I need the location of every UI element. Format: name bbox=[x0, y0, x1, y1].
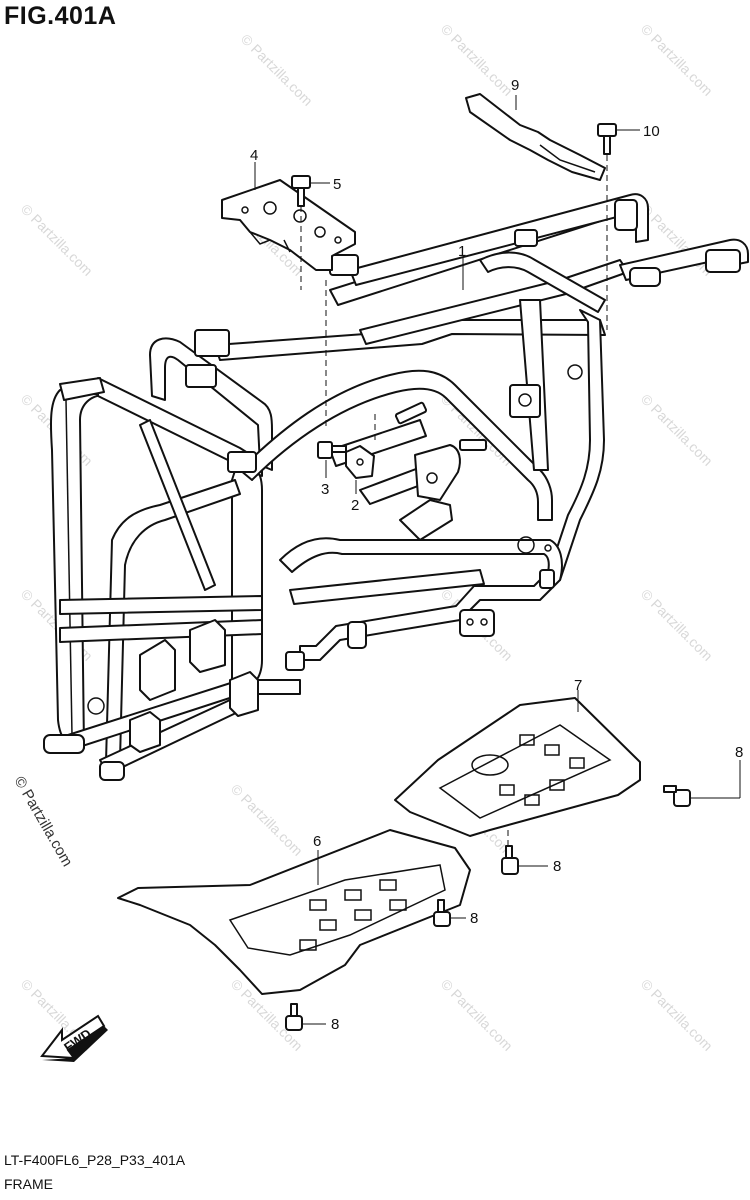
figure-name: FRAME bbox=[4, 1176, 53, 1192]
callout-1: 1 bbox=[458, 243, 466, 260]
callout-9: 9 bbox=[511, 77, 519, 94]
watermark-text: © Partzilla.com bbox=[638, 586, 716, 664]
watermark-strong-text: © Partzilla.com bbox=[11, 774, 76, 870]
callout-8: 8 bbox=[553, 858, 561, 875]
watermark-text: © Partzilla.com bbox=[638, 391, 716, 469]
bolt-10-icon bbox=[597, 123, 617, 155]
bracket-plate bbox=[221, 179, 356, 271]
callout-2: 2 bbox=[351, 497, 359, 514]
callout-3: 3 bbox=[321, 481, 329, 498]
watermark-text: © Partzilla.com bbox=[438, 976, 516, 1054]
callout-7: 7 bbox=[574, 677, 582, 694]
bolt-3-icon bbox=[317, 441, 347, 459]
watermark-text: © Partzilla.com bbox=[228, 781, 306, 859]
callout-8: 8 bbox=[331, 1016, 339, 1033]
rear-skid-plate bbox=[394, 697, 641, 837]
callout-8: 8 bbox=[470, 910, 478, 927]
bolt-8-icon bbox=[285, 1003, 303, 1031]
watermark-text: © Partzilla.com bbox=[638, 21, 716, 99]
bolt-8-icon bbox=[433, 899, 451, 927]
watermark-text: © Partzilla.com bbox=[18, 201, 96, 279]
rear-bracket bbox=[465, 93, 606, 181]
callout-6: 6 bbox=[313, 833, 321, 850]
watermark-text: © Partzilla.com bbox=[438, 21, 516, 99]
figure-code: LT-F400FL6_P28_P33_401A bbox=[4, 1152, 186, 1168]
leader-lines bbox=[254, 95, 741, 1025]
main-frame bbox=[43, 193, 749, 781]
front-skid-plate bbox=[117, 829, 471, 995]
watermark-text: © Partzilla.com bbox=[638, 976, 716, 1054]
plate-2-icon bbox=[345, 445, 375, 479]
callout-10: 10 bbox=[643, 123, 660, 140]
figure-title: FIG.401A bbox=[4, 2, 117, 30]
bolt-8-icon bbox=[663, 785, 691, 807]
callout-4: 4 bbox=[250, 147, 258, 164]
callout-layer: 1 2 3 4 5 6 7 8 8 8 8 9 10 bbox=[250, 77, 743, 1033]
callout-5: 5 bbox=[333, 176, 341, 193]
callout-8: 8 bbox=[735, 744, 743, 761]
watermark-text: © Partzilla.com bbox=[238, 31, 316, 109]
